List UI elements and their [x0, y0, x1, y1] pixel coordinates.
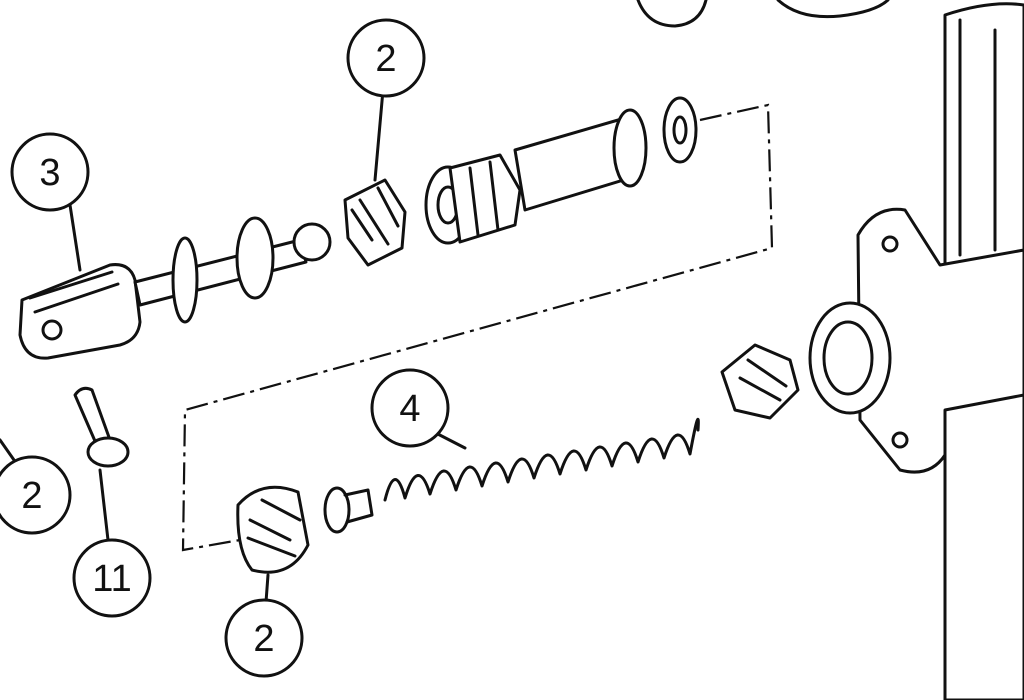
svg-text:2: 2 [21, 475, 42, 517]
spring-seat [323, 486, 374, 534]
callout-2-bottom: 2 [224, 598, 304, 678]
leader-line [0, 438, 16, 462]
return-spring [383, 417, 700, 502]
washer-top [662, 96, 698, 164]
partial-part-top [776, 0, 890, 19]
hex-nut-top [343, 178, 407, 267]
svg-text:2: 2 [375, 38, 396, 80]
callout-2-top: 2 [346, 18, 426, 98]
callout-4: 4 [370, 368, 450, 448]
leader-line [264, 573, 270, 604]
callout-3: 3 [10, 132, 90, 212]
dust-cap-bottom [236, 485, 310, 574]
master-cylinder-body [808, 2, 1024, 700]
clevis-pin [73, 386, 130, 468]
leader-line [98, 468, 110, 542]
callout-11: 11 [72, 538, 152, 618]
clevis-fork [18, 263, 142, 360]
svg-text:11: 11 [92, 558, 131, 600]
partial-callout-top [636, 0, 708, 28]
callout-2-left: 2 [0, 455, 72, 535]
piston [424, 108, 648, 245]
valve-nut [720, 343, 800, 420]
svg-text:2: 2 [253, 618, 274, 660]
svg-text:3: 3 [39, 152, 60, 194]
svg-text:4: 4 [399, 388, 420, 430]
assembly-boundary-line [181, 103, 774, 552]
leader-line [373, 88, 385, 182]
push-rod [133, 216, 332, 324]
leader-line [68, 203, 82, 272]
